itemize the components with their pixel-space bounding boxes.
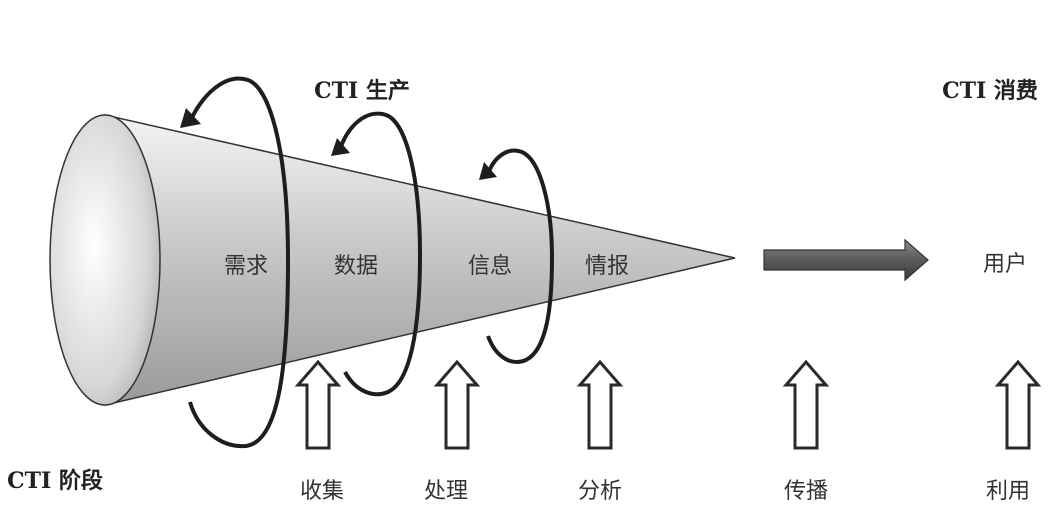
- cti-consumption-label: CTI 消费: [942, 78, 1038, 104]
- cti-production-label: CTI 生产: [314, 78, 410, 104]
- cone-base: [49, 114, 161, 406]
- step-label-process: 处理: [424, 479, 468, 504]
- stage-label-intelligence: 情报: [585, 254, 629, 279]
- step-label-disseminate: 传播: [784, 479, 828, 504]
- stage-label-information: 信息: [468, 254, 512, 279]
- user-label: 用户: [983, 252, 1027, 277]
- spiral-ring-2: [331, 111, 423, 397]
- step-label-collect: 收集: [300, 479, 344, 504]
- ring-2-arrowhead: [331, 138, 350, 156]
- up-arrow-disseminate: [782, 359, 830, 450]
- right-arrow: [763, 238, 929, 282]
- step-label-analyze: 分析: [578, 479, 622, 504]
- up-arrow-collect: [294, 359, 342, 450]
- spiral-ring-1: [180, 76, 291, 449]
- step-label-use: 利用: [986, 479, 1030, 504]
- ring-1-arrowhead: [180, 108, 201, 128]
- cti-phase-label: CTI 阶段: [7, 468, 103, 494]
- up-arrow-analyze: [576, 359, 624, 450]
- up-arrow-process: [433, 359, 481, 450]
- spiral-ring-3: [479, 148, 555, 364]
- stage-label-demand: 需求: [224, 254, 268, 279]
- up-arrow-use: [994, 359, 1042, 450]
- ring-3-arrowhead: [479, 162, 497, 180]
- stage-label-data: 数据: [334, 254, 378, 279]
